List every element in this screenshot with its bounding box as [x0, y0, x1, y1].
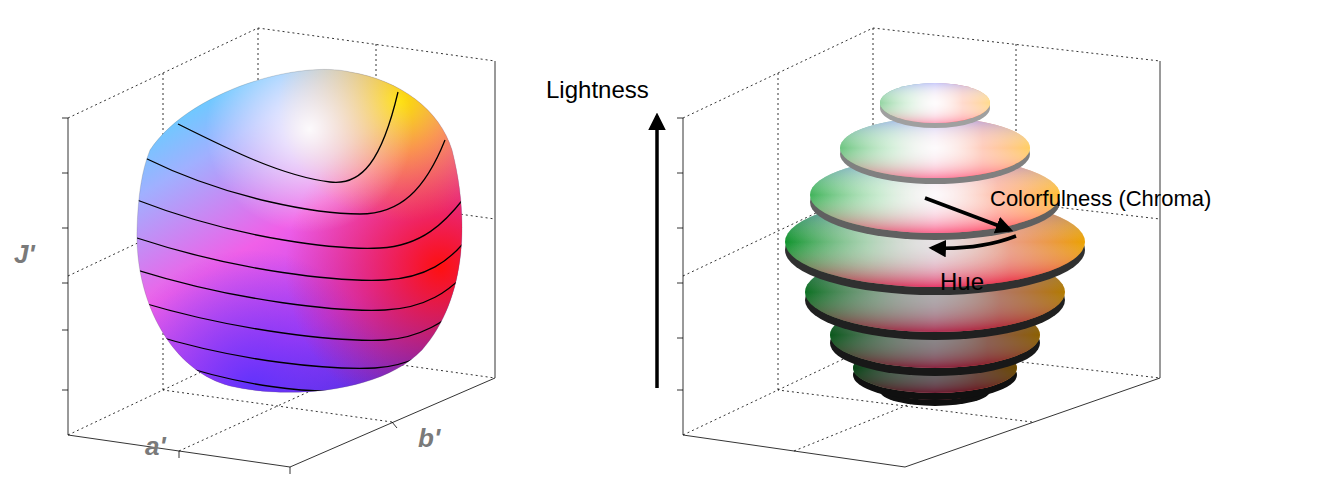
axis-label: a'	[145, 432, 166, 462]
axis-title: Lightness	[546, 76, 649, 104]
axis-label: b'	[418, 424, 440, 454]
dimension-label: Colorfulness (Chroma)	[990, 186, 1211, 211]
hue-arrow	[932, 236, 1016, 248]
dimension-label: Hue	[940, 268, 984, 296]
lightness-arrow	[655, 116, 659, 388]
axis-label: J'	[14, 240, 35, 270]
